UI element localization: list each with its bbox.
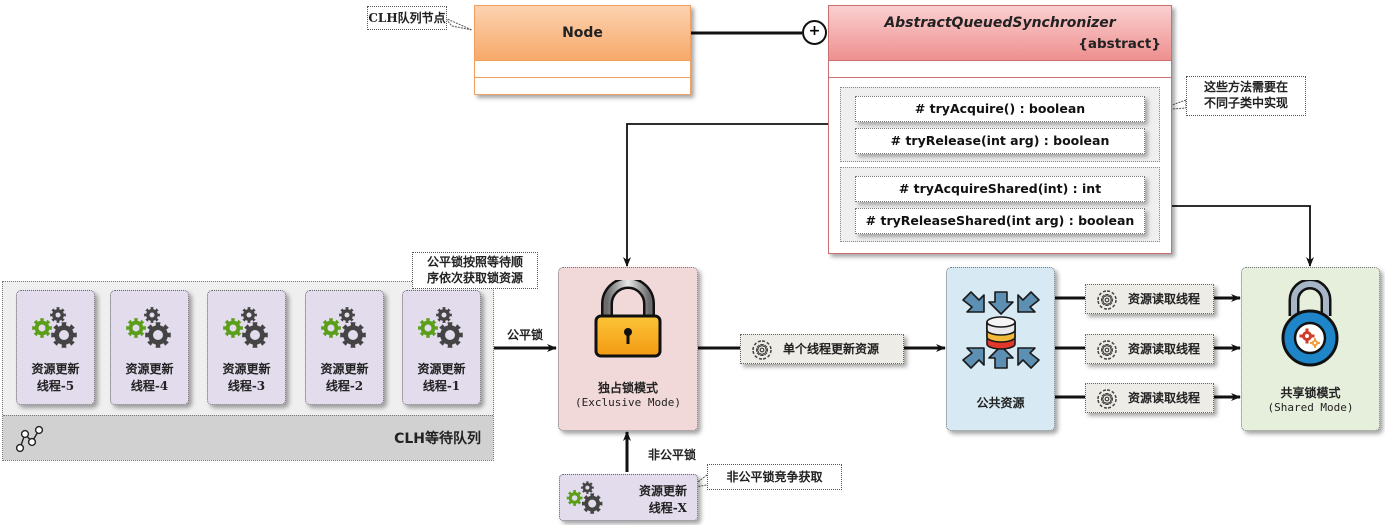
thread-2[interactable]: 资源更新线程-2 [305, 290, 384, 405]
association-plus-icon: + [802, 20, 827, 45]
shared-mode-box[interactable]: 共享锁模式 (Shared Mode) [1241, 267, 1380, 431]
fair-lock-label: 公平锁 [507, 328, 544, 342]
queue-callout-line2: 序依次获取锁资源 [426, 271, 523, 285]
node-class[interactable]: Node [474, 5, 691, 95]
reader-thread-label: 资源读取线程 [1128, 292, 1201, 306]
exclusive-mode-title: 独占锁模式 [597, 381, 658, 395]
thread-3[interactable]: 资源更新线程-3 [207, 290, 286, 405]
database-arrows-icon [962, 291, 1040, 369]
aqs-stereotype: {abstract} [1078, 36, 1161, 52]
gears-icon [418, 307, 463, 348]
reader-thread-1[interactable]: 资源读取线程 [1085, 284, 1214, 314]
nonfair-callout-text: 非公平锁竞争获取 [726, 470, 823, 484]
gears-icon [566, 481, 603, 514]
gear-cycle-icon [1097, 340, 1117, 360]
gear-cycle-icon [752, 340, 772, 360]
node-class-name: Node [562, 25, 603, 41]
shared-padlock-icon [1281, 280, 1339, 367]
node-callout-tail [444, 17, 473, 31]
aqs-class-header: AbstractQueuedSynchronizer {abstract} [829, 6, 1171, 61]
aqs-class-attributes [829, 61, 1171, 78]
reader-thread-label: 资源读取线程 [1128, 342, 1201, 356]
gears-icon [321, 307, 366, 348]
exclusive-mode-subtitle: (Exclusive Mode) [575, 396, 681, 409]
thread-label-line1: 资源更新 [417, 362, 466, 376]
exclusive-methods-connector [623, 123, 840, 267]
gear-cycle-icon [1097, 290, 1117, 310]
thread-label-line1: 资源更新 [320, 362, 369, 376]
nonfair-callout: 非公平锁竞争获取 [707, 464, 842, 490]
association-symbol: + [808, 23, 821, 39]
single-thread-update-step[interactable]: 单个线程更新资源 [740, 334, 904, 364]
exclusive-mode-box[interactable]: 独占锁模式 (Exclusive Mode) [558, 267, 698, 431]
node-callout-text: CLH队列节点 [368, 11, 446, 25]
thread-label-line2: 线程-1 [422, 379, 461, 393]
queue-callout-line1: 公平锁按照等待顺 [426, 255, 523, 269]
method-try-release-shared[interactable]: # tryReleaseShared(int arg) : boolean [855, 208, 1145, 234]
queue-callout: 公平锁按照等待顺 序依次获取锁资源 [412, 252, 538, 289]
thread-label-line2: 线程-2 [325, 379, 364, 393]
node-class-attributes [475, 61, 690, 78]
nonfair-lock-label: 非公平锁 [648, 448, 697, 462]
gears-icon [32, 307, 77, 348]
thread-4[interactable]: 资源更新线程-4 [110, 290, 189, 405]
aqs-class-name: AbstractQueuedSynchronizer [884, 15, 1116, 31]
single-thread-update-label: 单个线程更新资源 [783, 342, 880, 356]
methods-callout: 这些方法需要在 不同子类中实现 [1186, 76, 1306, 116]
clh-queue-title: CLH等待队列 [394, 431, 481, 447]
reader-thread-2[interactable]: 资源读取线程 [1085, 334, 1214, 364]
thread-x-line2: 线程-X [648, 501, 687, 515]
method-try-acquire[interactable]: # tryAcquire() : boolean [855, 96, 1145, 122]
thread-label-line1: 资源更新 [125, 362, 174, 376]
thread-5[interactable]: 资源更新线程-5 [16, 290, 95, 405]
shared-resource-title: 公共资源 [976, 396, 1025, 410]
thread-1[interactable]: 资源更新线程-1 [402, 290, 481, 405]
thread-label-line2: 线程-3 [227, 379, 266, 393]
methods-callout-line1: 这些方法需要在 [1203, 80, 1288, 94]
shared-mode-title: 共享锁模式 [1280, 386, 1341, 400]
gears-icon [223, 307, 268, 348]
shared-resource-box[interactable]: 公共资源 [946, 267, 1055, 431]
node-class-operations [475, 78, 690, 94]
node-class-header: Node [475, 6, 690, 61]
thread-label-line2: 线程-5 [36, 379, 75, 393]
shared-mode-subtitle: (Shared Mode) [1267, 401, 1354, 414]
thread-label-line1: 资源更新 [222, 362, 271, 376]
gears-icon [126, 307, 171, 348]
gear-cycle-icon [1097, 389, 1117, 409]
method-try-release[interactable]: # tryRelease(int arg) : boolean [855, 128, 1145, 154]
thread-label-line1: 资源更新 [31, 362, 80, 376]
thread-label-line2: 线程-4 [130, 379, 169, 393]
graph-nodes-icon [15, 425, 44, 453]
node-callout: CLH队列节点 [367, 6, 447, 30]
shared-methods-connector [1160, 205, 1314, 267]
method-try-acquire-shared[interactable]: # tryAcquireShared(int) : int [855, 176, 1145, 202]
nonfair-thread-x[interactable]: 资源更新 线程-X [559, 474, 698, 521]
reader-thread-3[interactable]: 资源读取线程 [1085, 383, 1214, 413]
reader-thread-label: 资源读取线程 [1128, 391, 1201, 405]
padlock-icon [594, 280, 662, 358]
clh-queue-footer: CLH等待队列 [3, 415, 493, 460]
methods-callout-line2: 不同子类中实现 [1203, 96, 1288, 110]
thread-x-line1: 资源更新 [638, 484, 687, 498]
